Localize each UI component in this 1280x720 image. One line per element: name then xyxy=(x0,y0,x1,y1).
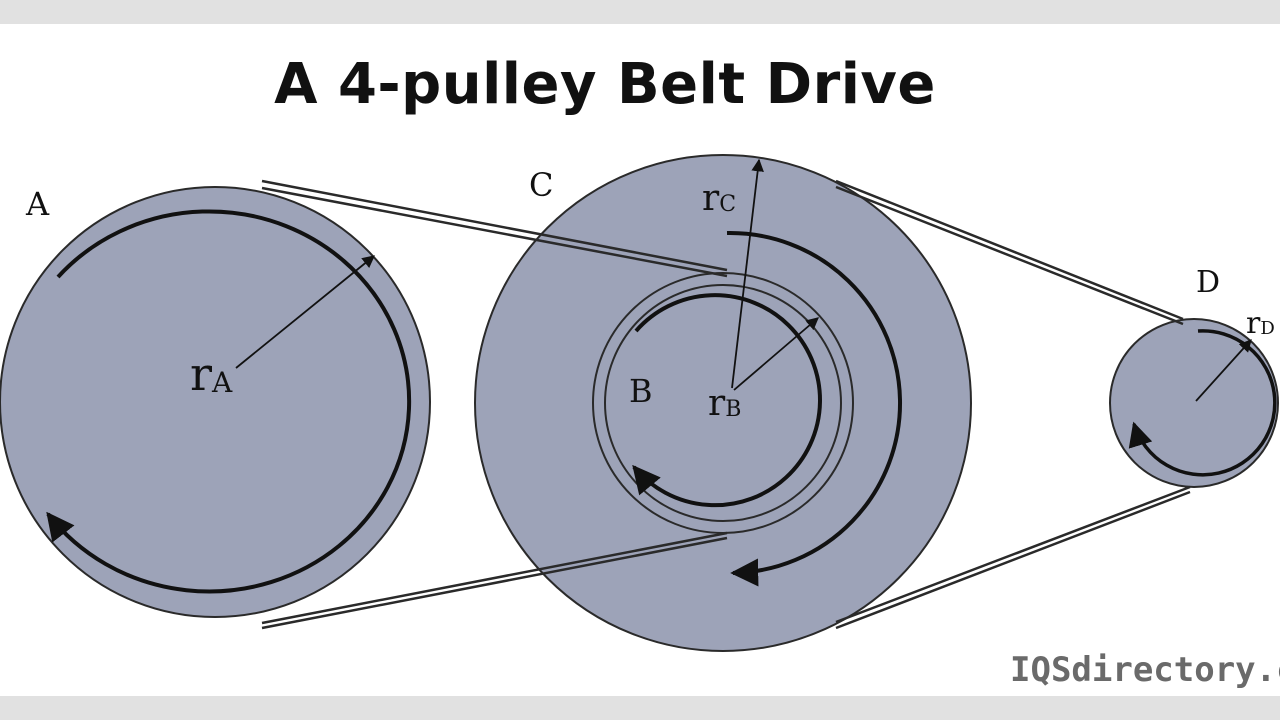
diagram-title: A 4-pulley Belt Drive xyxy=(274,52,936,117)
radius-d-symbol: r xyxy=(1246,306,1261,341)
radius-b-label: rB xyxy=(708,383,741,424)
radius-arrow-b xyxy=(733,317,819,391)
pulley-b xyxy=(604,284,842,522)
radius-d-subscript: D xyxy=(1260,318,1274,339)
belt-a-b xyxy=(261,179,728,630)
radius-arrow-d xyxy=(1195,339,1252,402)
radius-c-symbol: r xyxy=(702,178,720,219)
top-band xyxy=(0,0,1280,24)
rotation-arrow-b xyxy=(632,293,822,508)
pulley-d-label: D xyxy=(1196,265,1220,300)
rotation-arrow-c xyxy=(726,230,902,587)
radius-c-subscript: C xyxy=(719,192,736,217)
watermark-logo: IQSdirectory.com xyxy=(1010,650,1280,690)
radius-a-subscript: A xyxy=(211,366,233,399)
radius-b-symbol: r xyxy=(708,383,726,424)
rotation-arrow-a xyxy=(46,209,412,594)
pulley-a xyxy=(0,186,431,618)
radius-a-label: rA xyxy=(190,347,233,401)
radius-arrow-c xyxy=(731,158,764,389)
pulley-a-label: A xyxy=(25,185,50,223)
bottom-band xyxy=(0,696,1280,720)
radius-d-label: rD xyxy=(1246,306,1275,341)
radius-a-symbol: r xyxy=(190,347,212,401)
pulley-d xyxy=(1109,318,1279,488)
belt-c-d xyxy=(835,179,1191,630)
pulley-b-label: B xyxy=(629,372,653,410)
radius-c-label: rC xyxy=(702,178,736,219)
pulley-c-label: C xyxy=(529,166,553,204)
radius-arrow-a xyxy=(235,255,375,369)
radius-b-subscript: B xyxy=(725,397,741,422)
